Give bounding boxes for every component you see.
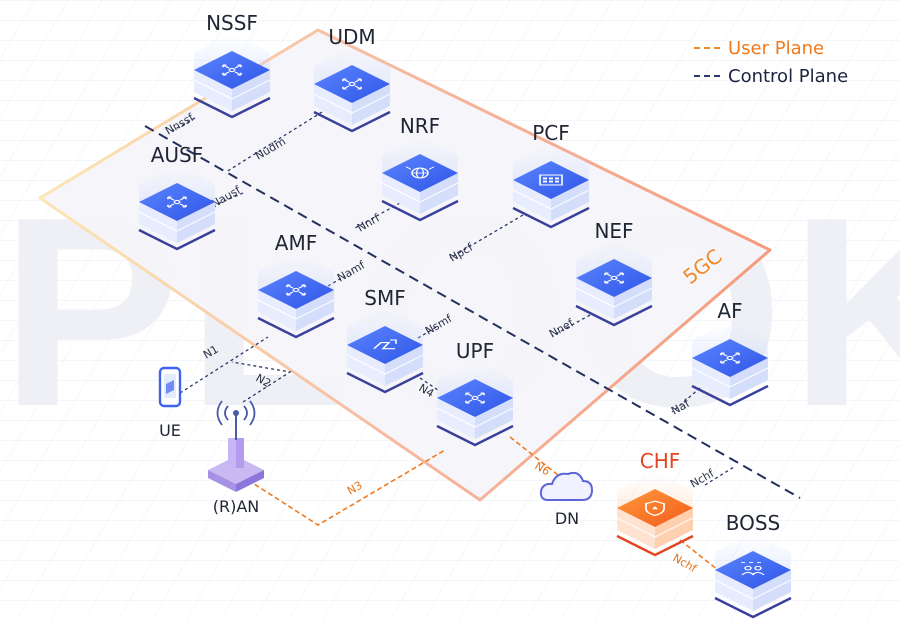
nf-node-nrf: [381, 136, 459, 222]
nf-node-chf: [616, 471, 694, 557]
antenna-icon: [208, 400, 264, 492]
link-nudm: [225, 111, 323, 173]
nf-node-udm: [313, 47, 391, 133]
nf-node-ausf: [138, 165, 216, 251]
phone-icon: [158, 366, 182, 408]
legend-user-line: [694, 47, 720, 49]
legend-user-text: User Plane: [728, 37, 825, 59]
shield-charging-icon: [645, 500, 665, 517]
nf-node-amf: [257, 253, 335, 339]
legend-control-plane: Control Plane: [694, 62, 848, 90]
endpoint-label-dn: DN: [555, 509, 579, 528]
link-n2: [231, 361, 292, 403]
session-icon: [373, 339, 397, 350]
link-nsmf: [417, 325, 439, 339]
link-nnssf: [171, 117, 196, 132]
cloud-icon: [539, 471, 594, 501]
nf-label-chf: CHF: [640, 449, 681, 473]
legend-control-text: Control Plane: [728, 65, 849, 87]
nf-label-af: AF: [717, 299, 742, 323]
link-n4: [419, 377, 439, 391]
nf-label-nef: NEF: [594, 219, 633, 243]
nf-label-amf: AMF: [275, 231, 317, 255]
nf-node-af: [691, 321, 769, 407]
link-npcf: [449, 214, 524, 259]
nf-label-nrf: NRF: [400, 114, 440, 138]
nf-label-boss: BOSS: [726, 511, 781, 535]
nf-label-nssf: NSSF: [206, 11, 258, 35]
link-n1: [179, 336, 269, 394]
control-plane-bus: [144, 125, 801, 499]
nf-label-smf: SMF: [364, 286, 405, 310]
user-plane-links: [247, 436, 719, 571]
nf-node-nef: [575, 241, 653, 327]
billing-people-icon: [741, 562, 765, 576]
legend-control-line: [694, 75, 720, 77]
nf-label-pcf: PCF: [532, 121, 570, 145]
endpoint-label-ran: (R)AN: [213, 497, 260, 516]
nf-label-udm: UDM: [328, 25, 375, 49]
link-nchf-boss: [679, 539, 719, 571]
globe-icon: [405, 166, 435, 179]
nf-node-nssf: [193, 33, 271, 119]
legend: User Plane Control Plane: [694, 34, 848, 90]
control-plane-links: [171, 111, 735, 486]
nf-label-upf: UPF: [456, 339, 494, 363]
link-n3: [247, 449, 446, 526]
link-nnef: [551, 314, 591, 337]
endpoint-label-ue: UE: [159, 421, 181, 440]
link-n6: [509, 436, 569, 484]
network-functions: [138, 33, 792, 619]
nf-label-ausf: AUSF: [151, 143, 204, 167]
nf-node-boss: [714, 533, 792, 619]
legend-user-plane: User Plane: [694, 34, 848, 62]
link-nausf: [214, 192, 244, 206]
link-naf: [671, 387, 701, 413]
policy-panel-icon: [539, 174, 563, 186]
nf-node-pcf: [512, 143, 590, 229]
nf-node-smf: [346, 308, 424, 394]
nf-node-upf: [436, 361, 514, 447]
